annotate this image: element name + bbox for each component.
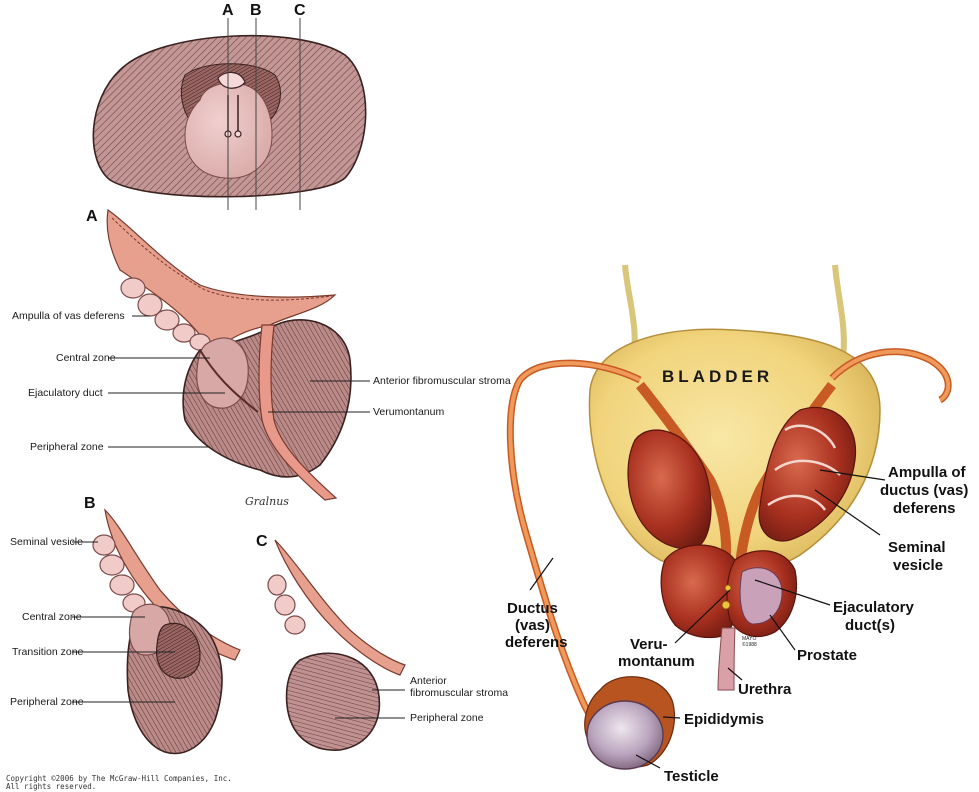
- transverse-section: [93, 18, 365, 210]
- panel-c-sagittal: [268, 540, 405, 750]
- male-reproductive-illustration: BLADDER MAYO ©1988: [510, 265, 948, 769]
- artist-signature: Gralnus: [245, 495, 289, 508]
- panel-b-sagittal: [93, 510, 240, 753]
- label-anterior-c-line1: Anterior: [410, 675, 447, 687]
- label-peripheral-zone-c: Peripheral zone: [410, 712, 484, 724]
- label-central-zone-a: Central zone: [56, 352, 116, 364]
- label-ductus-1: Ductus: [507, 600, 558, 617]
- label-verumontanum-a: Verumontanum: [373, 406, 444, 418]
- label-ampulla-3: deferens: [893, 500, 956, 517]
- label-epididymis: Epididymis: [684, 711, 764, 728]
- label-peripheral-zone-a: Peripheral zone: [30, 441, 104, 453]
- mayo-mark-line2: ©1988: [742, 641, 757, 648]
- label-ductus-3: deferens: [505, 634, 568, 651]
- label-ampulla-vas: Ampulla of vas deferens: [12, 310, 125, 322]
- copyright-notice: Copyright ©2006 by The McGraw-Hill Compa…: [6, 775, 232, 791]
- label-seminal-vesicle-b: Seminal vesicle: [10, 536, 83, 548]
- section-letter-a: A: [222, 2, 234, 19]
- label-prostate: Prostate: [797, 647, 857, 664]
- label-central-zone-b: Central zone: [22, 611, 82, 623]
- label-ejaculatory-duct: Ejaculatory duct: [28, 387, 103, 399]
- label-ampulla-2: ductus (vas): [880, 482, 968, 499]
- section-letter-c: C: [294, 2, 306, 19]
- panel-b-letter: B: [84, 495, 96, 512]
- label-ejaculatory-2: duct(s): [845, 617, 895, 634]
- label-urethra: Urethra: [738, 681, 792, 698]
- bladder-label: BLADDER: [662, 367, 773, 386]
- label-ampulla-1: Ampulla of: [888, 464, 967, 481]
- panel-a-sagittal: [107, 210, 351, 500]
- label-anterior-c-line2: fibromuscular stroma: [410, 687, 508, 699]
- label-seminal-1: Seminal: [888, 539, 946, 556]
- label-ejaculatory-1: Ejaculatory: [833, 599, 915, 616]
- label-verumontanum-1: Veru-: [630, 636, 668, 653]
- label-seminal-2: vesicle: [893, 557, 943, 574]
- panel-c-letter: C: [256, 533, 268, 550]
- label-anterior-stroma-a: Anterior fibromuscular stroma: [373, 375, 511, 387]
- section-letter-b: B: [250, 2, 262, 19]
- label-verumontanum-2: montanum: [618, 653, 695, 670]
- label-peripheral-zone-b: Peripheral zone: [10, 696, 84, 708]
- label-transition-zone-b: Transition zone: [12, 646, 84, 658]
- panel-a-letter: A: [86, 208, 98, 225]
- copyright-line-2: All rights reserved.: [6, 783, 232, 791]
- label-testicle: Testicle: [664, 768, 719, 785]
- label-ductus-2: (vas): [515, 617, 550, 634]
